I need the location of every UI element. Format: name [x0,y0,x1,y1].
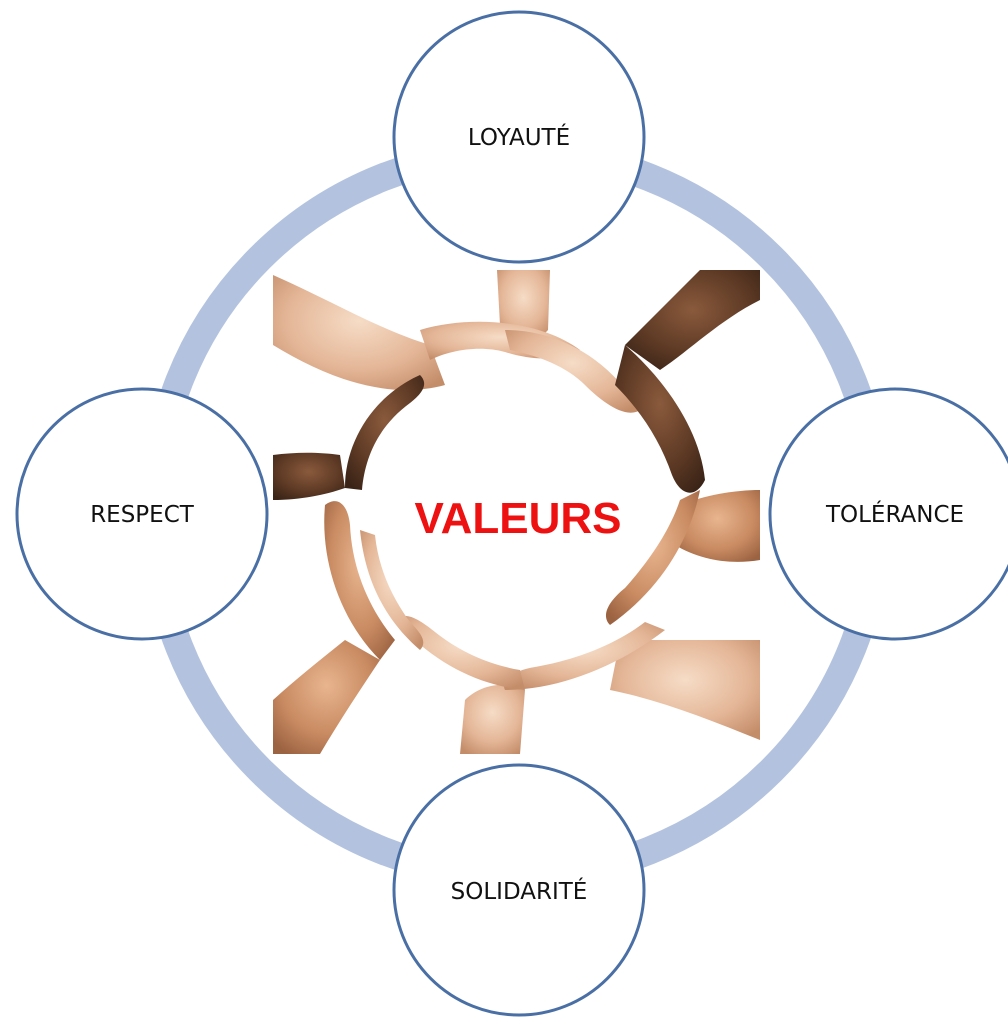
node-bottom-circle [392,763,646,1017]
node-top-circle [392,10,646,264]
node-right: TOLÉRANCE [768,387,1008,641]
center-label: VALEURS [415,494,622,543]
node-top-label: LOYAUTÉ [468,123,570,151]
node-left: RESPECT [15,387,269,641]
hands-circle-photo [273,270,760,754]
node-bottom: SOLIDARITÉ [392,763,646,1017]
node-top: LOYAUTÉ [392,10,646,264]
node-left-circle [15,387,269,641]
node-right-label: TOLÉRANCE [825,500,964,528]
node-right-circle [768,387,1008,641]
node-bottom-label: SOLIDARITÉ [451,877,588,905]
node-left-label: RESPECT [90,502,195,528]
